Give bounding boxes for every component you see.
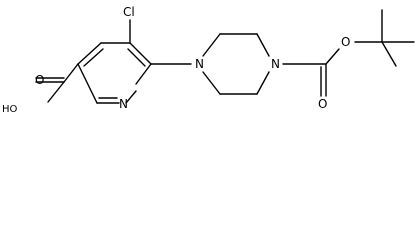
bond-ring-4 [135, 63, 152, 85]
atom-carbamate-carbonyl-oxygen: O [318, 97, 327, 111]
bond-ring-6 [77, 63, 98, 104]
atom-pyridine-nitrogen: N [119, 97, 128, 111]
bond-carbonyl-to-ester-o [325, 48, 340, 65]
bond-piperazine-3 [256, 33, 270, 57]
bond-ring-1 [77, 42, 102, 65]
atom-chlorine: Cl [123, 5, 135, 19]
atom-acid-oxygen: O [35, 73, 44, 87]
bond-ring-n-right [125, 90, 137, 104]
atom-acid-hydroxyl: HO [2, 104, 18, 115]
atom-piperazine-nitrogen-right: N [271, 57, 280, 71]
structure-canvas: Cl N N N HO O O O [2, 5, 415, 115]
bond-tbu-down [381, 41, 397, 67]
bond-acid-c-oh [47, 81, 65, 103]
bond-piperazine-1 [202, 33, 221, 57]
atom-carbamate-ester-oxygen: O [341, 35, 350, 49]
bond-piperazine-6 [202, 71, 221, 95]
chemical-structure: Cl N N N HO O O O [2, 5, 415, 115]
bond-piperazine-4 [256, 71, 270, 95]
atom-piperazine-nitrogen-left: N [195, 57, 204, 71]
bond-ring-3 [129, 42, 152, 65]
bond-ring-3-inner [127, 48, 146, 67]
bond-ring-1-inner [83, 48, 104, 67]
bond-acid-to-ring [63, 63, 79, 83]
